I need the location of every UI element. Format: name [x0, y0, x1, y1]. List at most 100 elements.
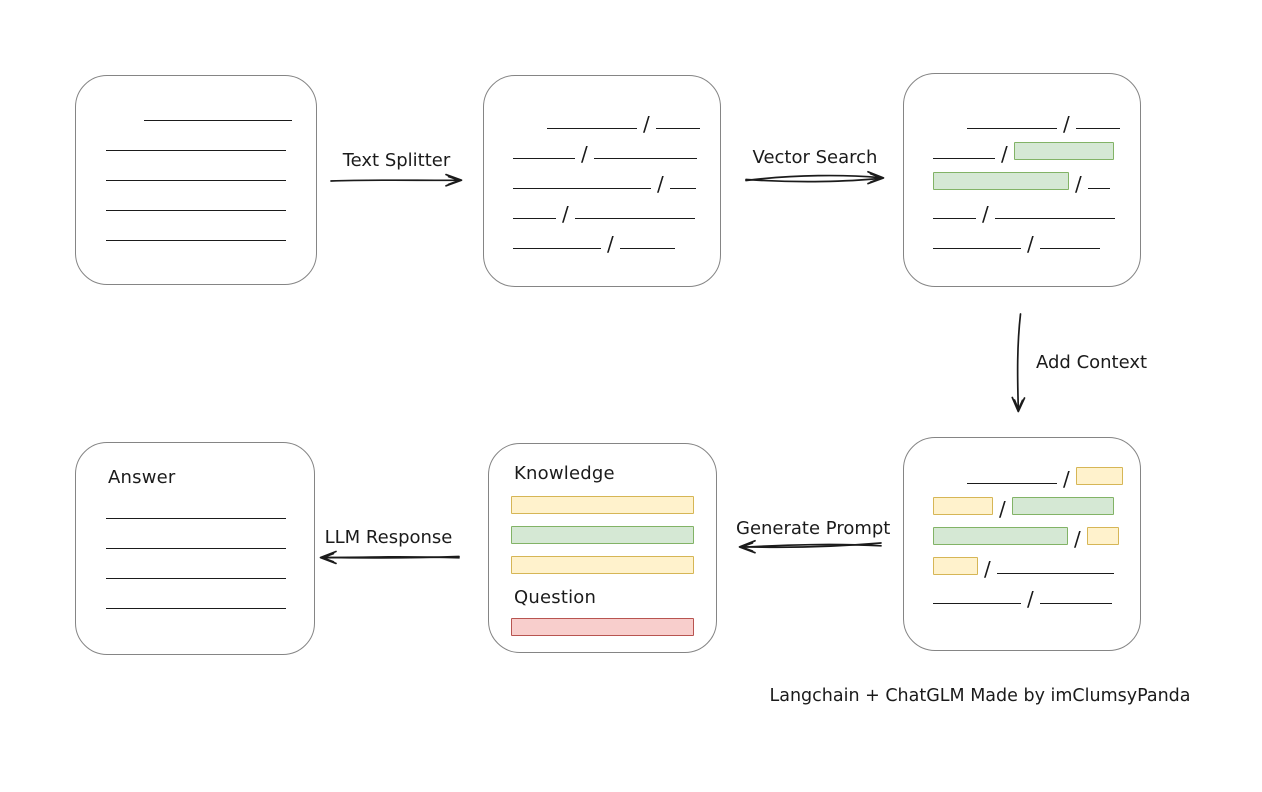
text-row: /	[933, 224, 1140, 254]
document-node	[75, 75, 317, 285]
vector-result-rows: /////	[933, 104, 1140, 254]
text-line	[513, 218, 556, 219]
text-row	[106, 126, 316, 156]
text-row: /	[513, 104, 720, 134]
generate-prompt-arrow	[738, 539, 882, 554]
text-row	[106, 524, 314, 554]
text-line	[106, 578, 286, 579]
slash-separator: /	[1074, 527, 1081, 551]
text-line	[619, 248, 675, 249]
text-row	[106, 186, 316, 216]
text-line	[144, 120, 292, 121]
text-line	[513, 188, 651, 189]
text-line	[994, 218, 1115, 219]
slash-separator: /	[999, 497, 1006, 521]
text-line	[669, 188, 696, 189]
text-line	[106, 180, 286, 181]
text-row: /	[933, 579, 1140, 609]
indent-spacer	[933, 488, 961, 489]
slash-separator: /	[1063, 112, 1070, 136]
text-line	[1087, 188, 1110, 189]
slash-separator: /	[657, 172, 664, 196]
slash-separator: /	[984, 557, 991, 581]
highlight-green	[933, 527, 1068, 545]
text-row	[106, 216, 316, 246]
text-line	[933, 603, 1021, 604]
indent-spacer	[106, 125, 138, 126]
context-node: / / / / /	[903, 437, 1141, 651]
text-line	[933, 218, 976, 219]
question-title: Question	[514, 587, 597, 608]
diagram-caption: Langchain + ChatGLM Made by imClumsyPand…	[769, 686, 1191, 706]
knowledge-title: Knowledge	[514, 463, 615, 484]
slash-separator: /	[1027, 232, 1034, 256]
text-row: /	[933, 489, 1140, 519]
text-row: /	[933, 519, 1140, 549]
slash-separator: /	[562, 202, 569, 226]
slash-separator: /	[607, 232, 614, 256]
slash-separator: /	[581, 142, 588, 166]
question-bars	[511, 618, 716, 636]
text-line	[106, 608, 286, 609]
highlight-yellow	[1086, 527, 1119, 545]
text-line	[593, 158, 697, 159]
text-row	[106, 554, 314, 584]
highlight-yellow	[933, 497, 993, 515]
text-row: /	[513, 224, 720, 254]
text-line	[996, 573, 1114, 574]
text-line	[106, 150, 286, 151]
green-bar	[511, 526, 694, 544]
highlight-yellow	[933, 557, 978, 575]
yellow-bar	[511, 496, 694, 514]
slash-separator: /	[643, 112, 650, 136]
indent-spacer	[933, 133, 961, 134]
text-row: /	[933, 549, 1140, 579]
yellow-bar	[511, 556, 694, 574]
vector-search-arrow	[745, 170, 885, 185]
answer-title: Answer	[108, 467, 176, 488]
text-line	[967, 483, 1057, 484]
generate-prompt-label: Generate Prompt	[736, 518, 891, 539]
text-line	[106, 210, 286, 211]
add-context-arrow	[1011, 313, 1026, 413]
indent-spacer	[513, 133, 541, 134]
text-row	[106, 584, 314, 614]
text-row: /	[933, 134, 1140, 164]
knowledge-bars	[511, 496, 716, 574]
answer-text-rows	[106, 494, 314, 614]
add-context-label: Add Context	[1036, 352, 1148, 373]
text-row: /	[933, 194, 1140, 224]
text-line	[547, 128, 637, 129]
red-bar	[511, 618, 694, 636]
vector-result-node: /////	[903, 73, 1141, 287]
highlight-green	[1011, 497, 1114, 515]
text-line	[1039, 248, 1100, 249]
text-splitter-arrow	[330, 173, 463, 187]
text-splitter-label: Text Splitter	[342, 150, 451, 171]
context-rows: / / / / /	[933, 459, 1140, 609]
llm-response-label: LLM Response	[324, 527, 453, 548]
vector-search-label: Vector Search	[752, 147, 878, 168]
text-line	[513, 158, 575, 159]
text-row	[106, 494, 314, 524]
text-row: /	[513, 164, 720, 194]
text-line	[967, 128, 1057, 129]
split-text-rows: / / / / /	[513, 104, 720, 254]
text-row: /	[933, 104, 1140, 134]
slash-separator: /	[1027, 587, 1034, 611]
text-row: /	[933, 459, 1140, 489]
text-line	[1075, 128, 1120, 129]
text-row: /	[933, 164, 1140, 194]
text-line	[574, 218, 695, 219]
slash-separator: /	[1075, 172, 1082, 196]
answer-node: Answer	[75, 442, 315, 655]
highlight-green	[933, 172, 1069, 190]
text-line	[655, 128, 700, 129]
llm-response-arrow	[319, 550, 460, 565]
text-line	[1039, 603, 1112, 604]
slash-separator: /	[1063, 467, 1070, 491]
text-line	[513, 248, 601, 249]
text-row: /	[513, 134, 720, 164]
text-line	[933, 158, 995, 159]
